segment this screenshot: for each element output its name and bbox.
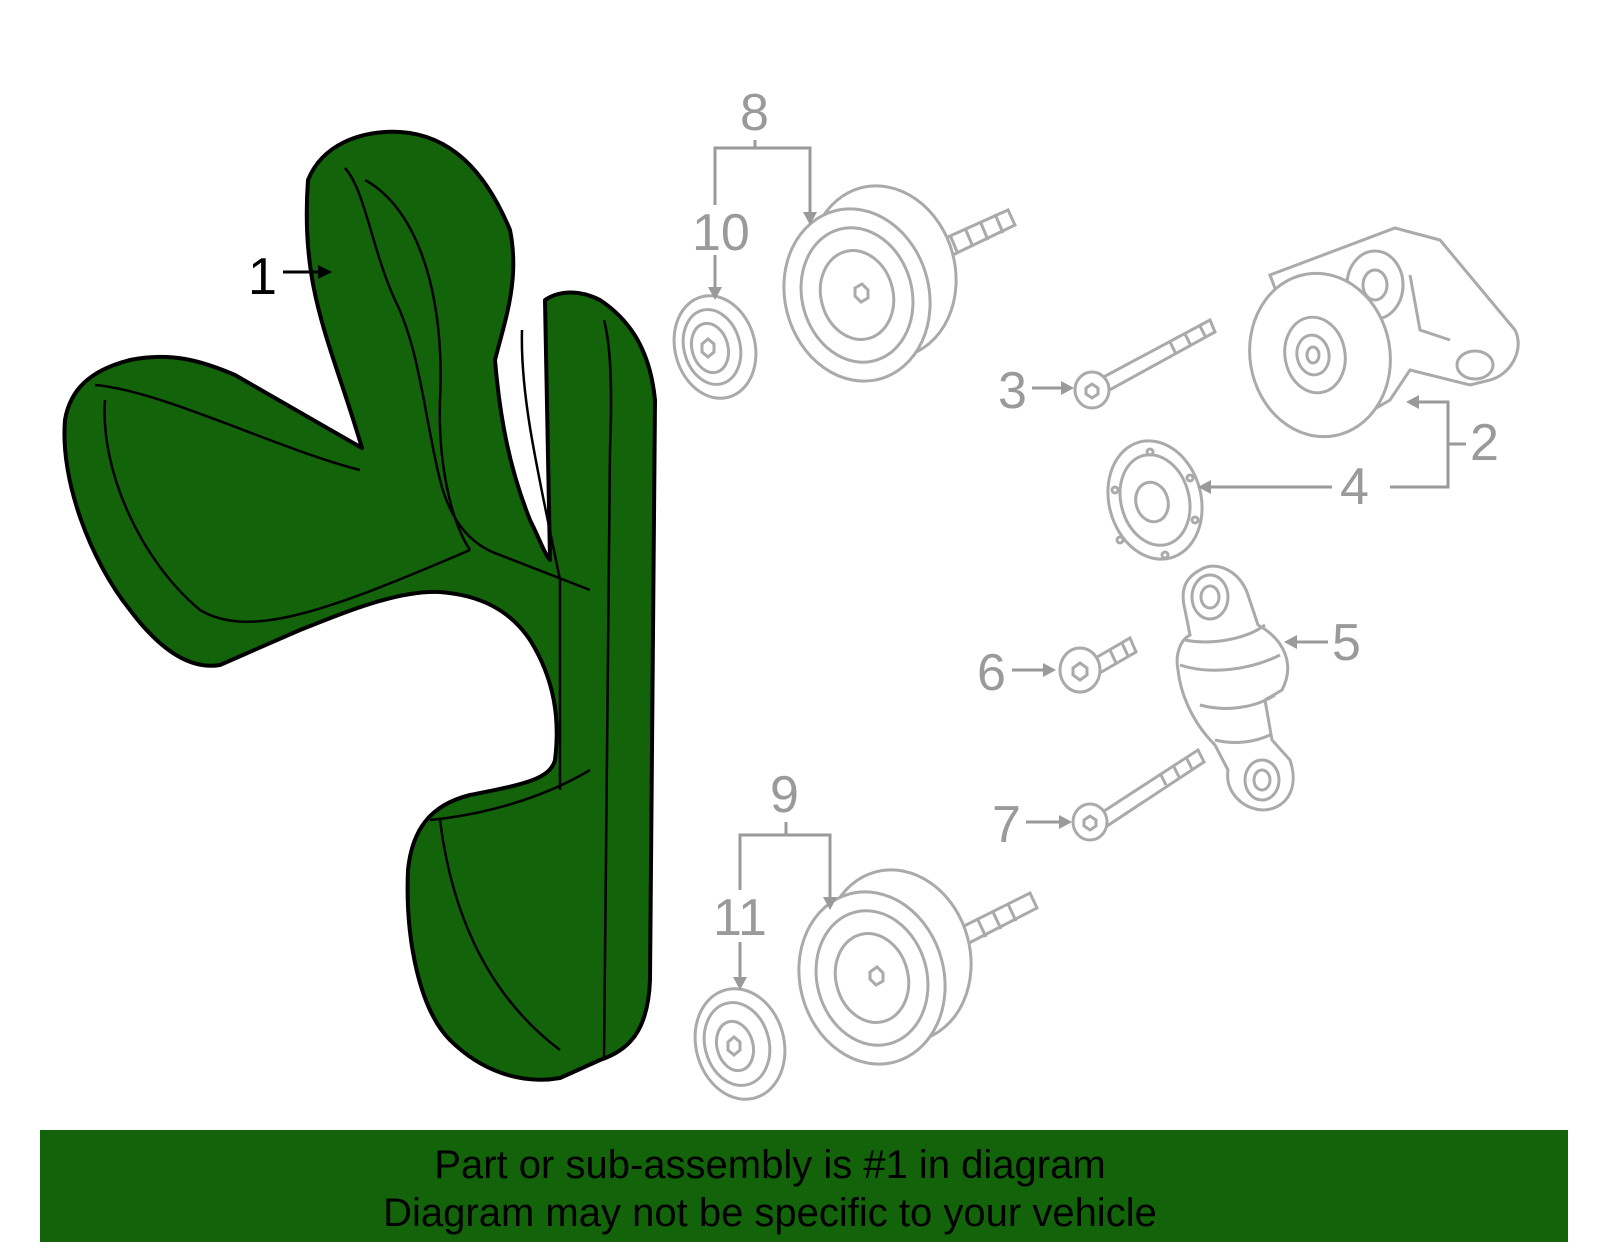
callout-2: 2 [1470,414,1499,472]
leader-2 [1390,395,1466,489]
part-5-damper[interactable] [1175,564,1295,812]
callout-7: 7 [992,796,1021,854]
leader-4 [1198,480,1332,494]
leader-6 [1012,663,1056,677]
part-3-bolt[interactable] [1073,317,1217,410]
leader-3 [1032,381,1074,395]
info-banner: Part or sub-assembly is #1 in diagram Di… [40,1130,1568,1242]
leader-8-10 [708,140,817,300]
callout-11: 11 [713,889,767,947]
callout-1: 1 [248,248,277,306]
part-2-tensioner-assembly[interactable] [1237,226,1520,448]
banner-line-disclaimer: Diagram may not be specific to your vehi… [383,1191,1157,1235]
part-7-bolt[interactable] [1071,747,1206,842]
part-4-pulley-plate[interactable] [1095,430,1215,570]
part-8-idler-pulley[interactable] [765,169,1017,397]
callout-4: 4 [1340,458,1369,516]
part-11-pulley-cap[interactable] [683,979,797,1110]
part-10-pulley-cap[interactable] [663,286,767,407]
leader-5 [1284,635,1328,649]
banner-line-part: Part or sub-assembly is #1 in diagram [434,1143,1106,1187]
callout-8: 8 [740,84,769,142]
leader-7 [1026,815,1072,829]
leader-1 [283,265,332,279]
callout-3: 3 [998,362,1027,420]
part-9-idler-pulley[interactable] [780,853,1039,1080]
leader-9-11 [733,822,837,990]
callout-10: 10 [692,204,750,262]
callout-6: 6 [977,644,1006,702]
callout-9: 9 [770,766,799,824]
callout-5: 5 [1332,614,1361,672]
part-6-bolt[interactable] [1058,635,1138,694]
part-1-serpentine-belt[interactable] [62,129,657,1082]
